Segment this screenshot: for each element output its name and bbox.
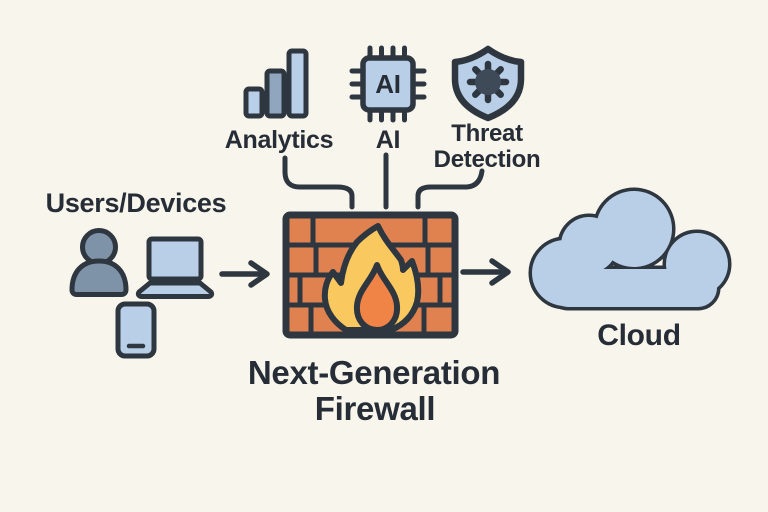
cloud-label: Cloud (597, 319, 680, 352)
arrow-firewall-to-cloud (460, 258, 511, 286)
cloud-icon (528, 187, 732, 311)
firewall-node: Next-Generation Firewall (248, 211, 500, 427)
shield-virus-icon (451, 45, 525, 122)
connector-analytics-to-firewall (282, 155, 355, 210)
cloud-node: Cloud (528, 187, 732, 352)
threat-detection-node: Threat Detection (434, 45, 541, 173)
threat-detection-label-line2: Detection (434, 146, 541, 173)
ai-chip-text: AI (375, 69, 400, 99)
analytics-label: Analytics (225, 126, 333, 154)
ai-label: AI (376, 126, 400, 154)
flame-icon (321, 223, 422, 333)
ai-chip-icon: AI (349, 45, 427, 123)
users-devices-node: Users/Devices (46, 188, 227, 359)
laptop-icon (135, 236, 215, 299)
firewall-label-line2: Firewall (315, 390, 435, 427)
arrowhead-icon (489, 258, 511, 286)
arrowhead-icon (248, 260, 270, 288)
person-icon (69, 228, 129, 297)
smartphone-icon (115, 301, 157, 359)
bar-chart-icon (243, 48, 309, 119)
virus-glyph (466, 60, 510, 104)
firewall-label-line1: Next-Generation (248, 354, 500, 391)
ai-chip-node: AI AI (349, 45, 427, 154)
brick-wall-flame-icon (282, 211, 459, 339)
users-devices-label: Users/Devices (46, 188, 227, 218)
analytics-node: Analytics (225, 48, 334, 154)
threat-detection-label-line1: Threat (451, 120, 523, 147)
connector-threat-to-firewall (415, 168, 485, 210)
arrow-users-to-firewall (219, 260, 270, 288)
